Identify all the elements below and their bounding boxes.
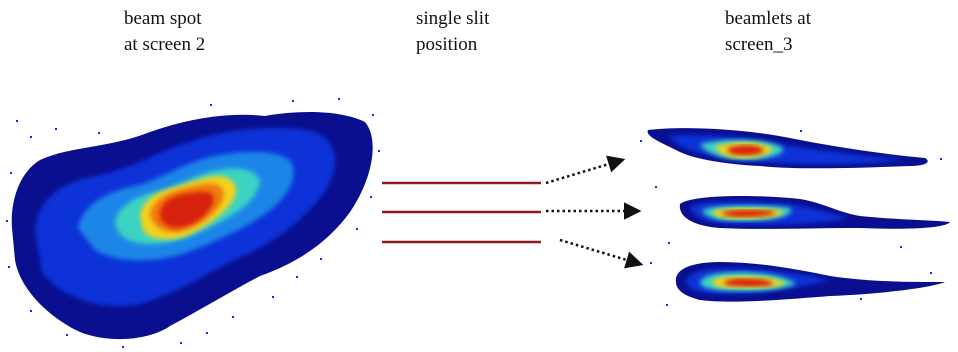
speckle-dot <box>272 296 274 298</box>
speckle-dot <box>338 98 340 100</box>
beamlet-bottom-core <box>724 278 773 287</box>
beamlets-label: beamlets at screen_3 <box>725 6 811 58</box>
projection-arrows <box>545 155 644 269</box>
speckle-dot <box>210 104 212 106</box>
beamlet-top <box>647 128 928 169</box>
speckle-dot <box>650 262 652 264</box>
speckle-dot <box>122 346 124 348</box>
speckle-dot <box>30 310 32 312</box>
beam-spot-label-line2: at screen 2 <box>124 34 206 55</box>
beamlet-speckle <box>640 130 942 306</box>
dotted-arrow-icon <box>559 238 644 269</box>
speckle-dot <box>860 298 862 300</box>
slit-lines <box>382 181 541 244</box>
beam-spot-label-line1: beam spot <box>124 8 202 29</box>
speckle-dot <box>666 304 668 306</box>
beamlet-middle <box>679 196 950 229</box>
speckle-dot <box>232 316 234 318</box>
speckle-dot <box>10 172 12 174</box>
speckle-dot <box>206 332 208 334</box>
speckle-dot <box>292 100 294 102</box>
beamlet-middle-core <box>722 209 776 217</box>
speckle-dot <box>900 246 902 248</box>
speckle-dot <box>320 258 322 260</box>
speckle-dot <box>98 132 100 134</box>
speckle-dot <box>940 158 942 160</box>
speckle-dot <box>356 228 358 230</box>
beamlets-label-line1: beamlets at <box>725 8 811 29</box>
speckle-dot <box>378 150 380 152</box>
speckle-dot <box>370 196 372 198</box>
speckle-dot <box>800 130 802 132</box>
beamlets-label-line2: screen_3 <box>725 34 793 55</box>
beamlet-top-core <box>727 145 764 156</box>
slit-label: single slit position <box>416 6 489 58</box>
speckle-dot <box>55 128 57 130</box>
speckle-dot <box>30 136 32 138</box>
beam-spot-image <box>6 98 380 348</box>
slit-label-line2: position <box>416 34 478 55</box>
dotted-arrow-icon <box>545 155 626 185</box>
speckle-dot <box>372 114 374 116</box>
beam-spot-core <box>159 191 214 228</box>
speckle-dot <box>930 272 932 274</box>
speckle-dot <box>6 220 8 222</box>
speckle-dot <box>66 334 68 336</box>
speckle-dot <box>296 276 298 278</box>
speckle-dot <box>8 266 10 268</box>
beamlet-bottom <box>675 262 945 302</box>
speckle-dot <box>180 342 182 344</box>
speckle-dot <box>640 140 642 142</box>
speckle-dot <box>16 120 18 122</box>
speckle-dot <box>655 186 657 188</box>
beam-spot-speckle <box>6 98 380 348</box>
speckle-dot <box>668 242 670 244</box>
slit-label-line1: single slit <box>416 8 490 29</box>
beam-spot-label: beam spot at screen 2 <box>124 6 205 58</box>
